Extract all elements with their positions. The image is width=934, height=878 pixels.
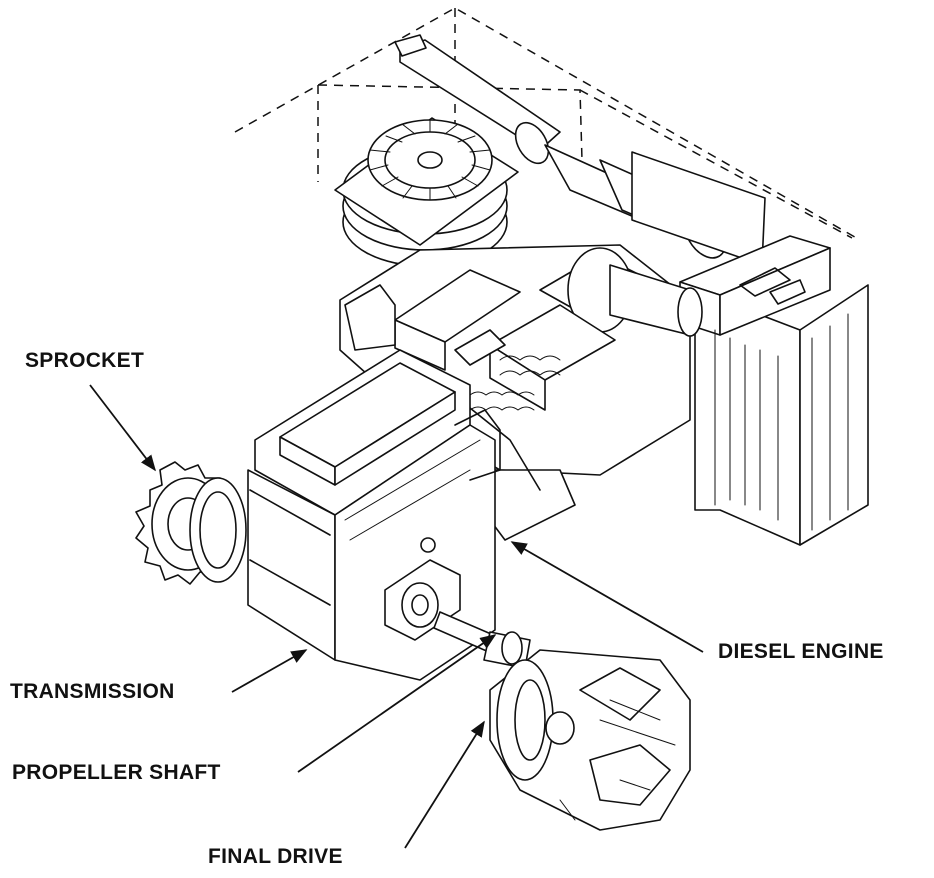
- sprocket: [135, 461, 247, 585]
- label-sprocket: SPROCKET: [25, 349, 145, 372]
- air-intake-duct: [394, 34, 766, 266]
- final-drive: [489, 649, 691, 831]
- radiator: [679, 235, 869, 546]
- leader-propeller-shaft: [297, 634, 497, 773]
- leader-final-drive: [404, 720, 485, 849]
- leader-sprocket: [89, 384, 156, 472]
- transmission: [247, 349, 501, 681]
- cooling-fan: [334, 117, 519, 267]
- label-final-drive: FINAL DRIVE: [208, 845, 343, 868]
- label-propeller-shaft: PROPELLER SHAFT: [12, 761, 221, 784]
- label-transmission: TRANSMISSION: [10, 680, 175, 703]
- label-diesel-engine: DIESEL ENGINE: [718, 640, 884, 663]
- leader-diesel-engine: [510, 541, 704, 653]
- leader-transmission: [231, 649, 308, 693]
- leader-lines: [89, 384, 704, 849]
- propeller-shaft: [433, 611, 531, 669]
